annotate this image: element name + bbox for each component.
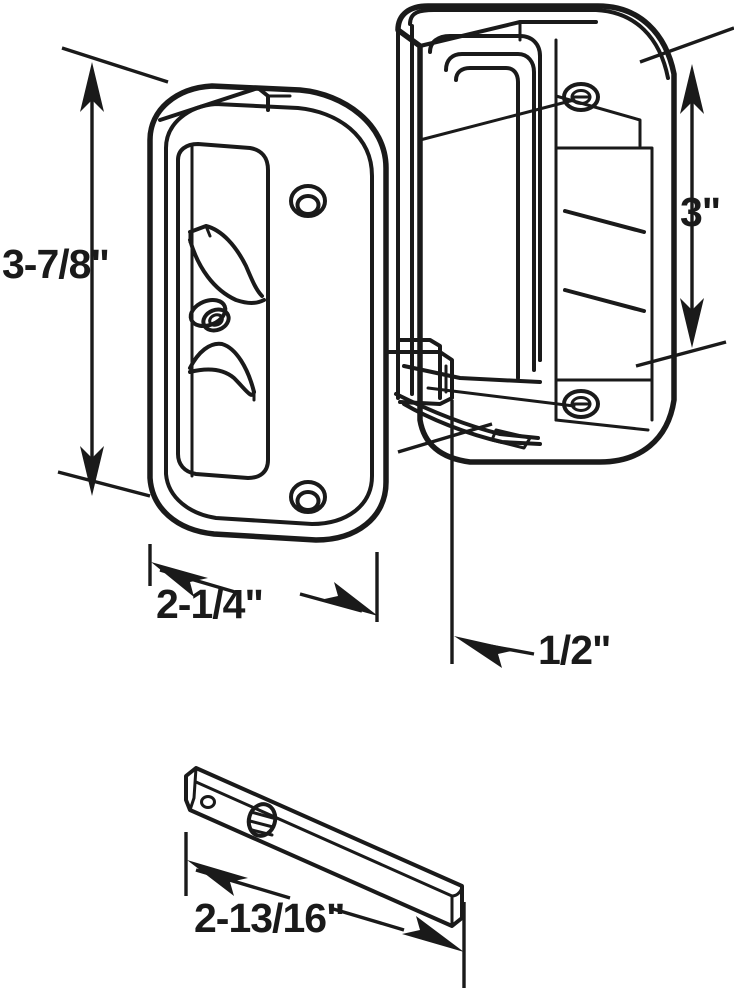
hook-lower-top xyxy=(188,341,256,394)
strike-plate-outline xyxy=(184,766,464,928)
arrow-head-right-2-13-16 xyxy=(402,916,464,952)
dimension-label-3in: 3" xyxy=(680,189,720,235)
strike-plate-left-end-face xyxy=(188,766,198,812)
hook-upper-bottom xyxy=(188,238,266,305)
handle-plate-upper-screw-hole xyxy=(289,184,327,218)
ext-line-top-right xyxy=(639,26,734,64)
thumb-latch-button xyxy=(188,297,231,333)
dimension-height-left-plate: 3-7/8" xyxy=(2,46,169,498)
back-plate-upper-screw-hole xyxy=(562,82,600,112)
grip-inner-left xyxy=(444,52,536,372)
arrow-head-down-right xyxy=(680,298,704,348)
part-exterior-handle-plate xyxy=(147,83,389,543)
dimension-strike-plate-length: 2-13/16" xyxy=(184,832,466,988)
ext-line-bottom-left xyxy=(57,470,151,498)
part-interior-back-plate xyxy=(395,3,677,465)
dimension-label-3-7-8: 3-7/8" xyxy=(2,241,109,287)
hook-lower-bottom xyxy=(188,367,256,397)
grip-outer-left xyxy=(428,34,542,362)
strike-plate-pilot-hole xyxy=(200,795,216,809)
strike-plate-threaded-hole xyxy=(246,802,278,838)
arrow-head-right-2-1-4 xyxy=(320,582,378,616)
handle-plate-lower-screw-hole xyxy=(289,480,327,514)
ext-line-bottom-right xyxy=(635,340,727,368)
dim-shaft-right-2-13-16 xyxy=(329,906,405,932)
ext-line-plate-edge xyxy=(397,422,493,454)
hook-upper-top xyxy=(188,224,264,298)
arrow-head-left-2-13-16 xyxy=(187,860,248,896)
ext-line-top-left xyxy=(61,46,169,84)
arrow-head-up-left xyxy=(80,62,104,112)
arrow-head-down-left xyxy=(80,446,104,496)
dimension-height-right-plate: 3" xyxy=(635,26,734,368)
arrow-head-left-1-2 xyxy=(454,636,516,668)
hook-upper-face xyxy=(204,224,212,238)
arrow-head-left-2-1-4 xyxy=(151,562,208,597)
dimension-label-2-13-16: 2-13/16" xyxy=(194,895,345,941)
dimension-label-2-1-4: 2-1/4" xyxy=(156,581,263,627)
vent-slot-upper xyxy=(563,209,646,234)
upper-screw-construction-line xyxy=(418,98,576,142)
dimension-latch-projection: 1/2" xyxy=(397,400,611,673)
latch-tongue-tip-face xyxy=(490,428,532,450)
vent-slot-lower xyxy=(563,288,646,313)
handle-plate-outline xyxy=(147,83,389,543)
dimension-width-left-plate: 2-1/4" xyxy=(148,544,379,627)
boss-inner-top xyxy=(554,146,654,422)
part-strike-plate xyxy=(184,766,464,928)
latch-tongue-body xyxy=(386,350,454,406)
grip-core xyxy=(454,66,520,380)
back-plate-edge-highlight xyxy=(408,8,670,80)
boss-bottom-chamfer xyxy=(554,418,650,432)
dimension-label-1-2: 1/2" xyxy=(538,627,610,673)
strike-plate-right-round xyxy=(450,884,464,898)
arrow-head-up-right xyxy=(680,64,704,114)
back-plate-lower-flange xyxy=(402,364,542,384)
back-plate-outline xyxy=(395,3,677,465)
